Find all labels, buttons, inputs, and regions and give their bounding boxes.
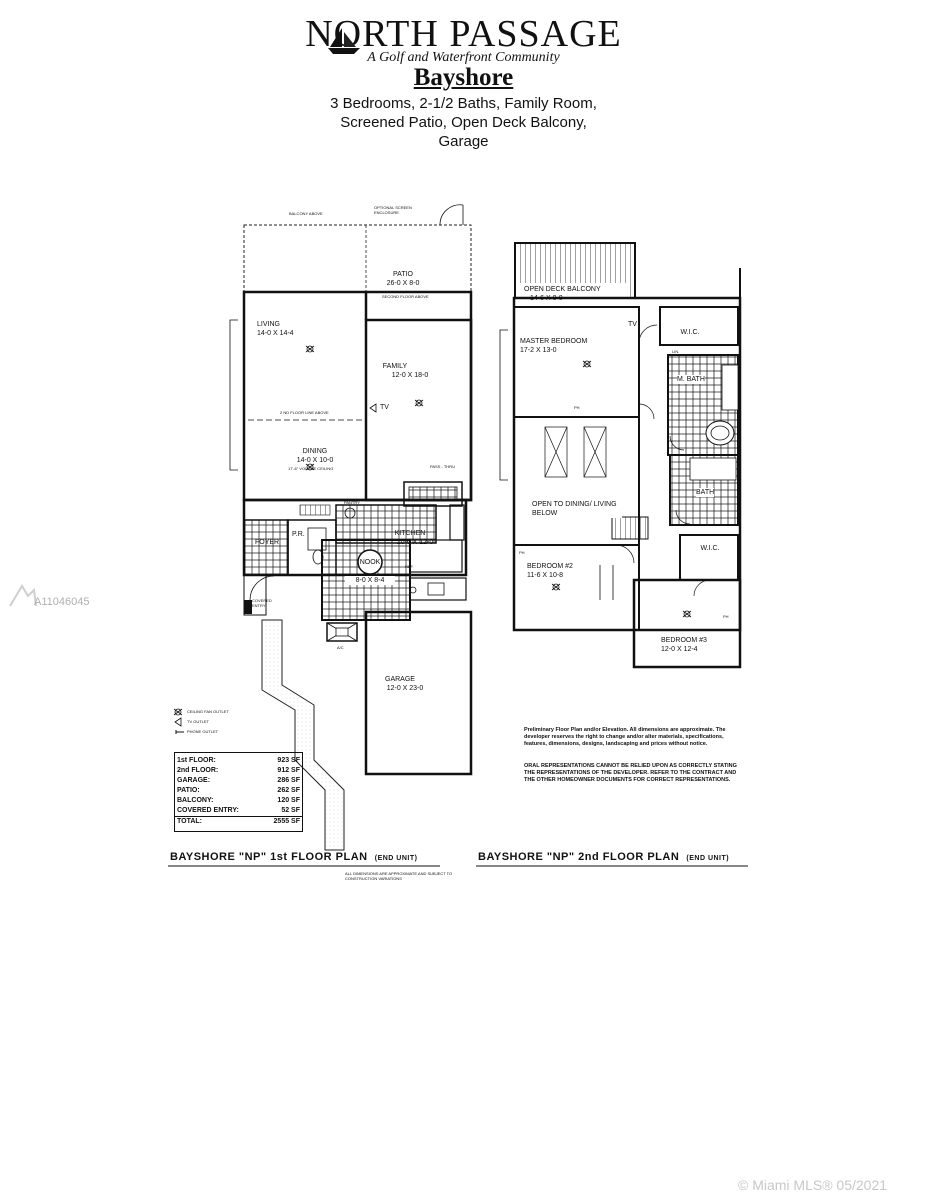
patio-dims: 26-0 X 8-0 (386, 280, 420, 287)
tv-label-first: TV (380, 404, 389, 411)
sqft-row: PATIO:262 SF (177, 787, 300, 794)
oral-representations-disclaimer: ORAL REPRESENTATIONS CANNOT BE RELIED UP… (524, 763, 737, 783)
second-floor-above-note: SECOND FLOOR ABOVE (382, 294, 429, 299)
kitchen-dims: 10-6 X 12-0 (396, 539, 434, 546)
garage-dims: 12-0 X 23-0 (386, 685, 424, 692)
sqft-row: 1st FLOOR:923 SF (177, 757, 300, 764)
second-floor-plan-title: BAYSHORE "NP" 2nd FLOOR PLAN (END UNIT) (478, 851, 730, 863)
floor-line-above-note: 2 ND FLOOR LINE ABOVE (280, 410, 329, 415)
balcony-dims: 14-6 X 8-0 (530, 295, 563, 302)
listing-id-watermark: A11046045 (34, 596, 90, 608)
balcony-label: OPEN DECK BALCONY (524, 286, 601, 293)
phone-label-master: PH (574, 405, 580, 410)
family-dims: 12-0 X 18-0 (391, 372, 429, 379)
phone-label-bedroom2: PH (519, 550, 525, 555)
description-line-1: 3 Bedrooms, 2-1/2 Baths, Family Room, (330, 95, 597, 112)
sqft-row: BALCONY:120 SF (177, 797, 300, 804)
sqft-row: GARAGE:286 SF (177, 777, 300, 784)
refrigerator-label: REF. (405, 564, 414, 569)
pass-thru-note: PASS - THRU (430, 464, 455, 469)
master-bedroom-label: MASTER BEDROOM (520, 338, 588, 345)
ac-label: A/C (337, 645, 344, 650)
family-label: FAMILY (382, 363, 408, 370)
first-floor-plan-title: BAYSHORE "NP" 1st FLOOR PLAN (END UNIT) (170, 851, 418, 863)
legend-fan-label: CEILING FAN OUTLET (187, 709, 229, 714)
powder-room-label: P.R. (292, 531, 305, 538)
foyer-label: FOYER (255, 539, 280, 546)
ship-logo-icon (328, 28, 360, 54)
dining-dims: 14-0 X 10-0 (296, 457, 334, 464)
dimensions-approximate-note: ALL DIMENSIONS ARE APPROXIMATE AND SUBJE… (345, 871, 453, 881)
description-line-2: Screened Patio, Open Deck Balcony, (340, 114, 587, 131)
sqft-total-row: TOTAL:2555 SF (175, 816, 302, 825)
model-name: Bayshore (413, 64, 514, 91)
wic-master-label: W.I.C. (680, 329, 700, 336)
master-bedroom-dims: 17-2 X 13-0 (520, 347, 557, 354)
living-label: LIVING (257, 321, 280, 328)
balcony-above-note: BALCONY ABOVE (289, 211, 323, 216)
covered-entry-note: COVERED ENTRY (252, 598, 272, 608)
legend-tv-label: TV OUTLET (187, 719, 210, 724)
dining-label: DINING (302, 448, 328, 455)
living-dims: 14-0 X 14-4 (257, 330, 294, 337)
nook-label: NOOK (359, 559, 381, 566)
tagline: A Golf and Waterfront Community (367, 50, 560, 65)
mls-watermark-logo-icon (9, 584, 37, 607)
master-bath-label: M. BATH (677, 375, 705, 384)
bedroom3-dims: 12-0 X 12-4 (661, 646, 698, 653)
bath-label: BATH (696, 488, 715, 497)
wic-bedroom3-label: W.I.C. (700, 545, 720, 552)
square-footage-table: 1st FLOOR:923 SF 2nd FLOOR:912 SF GARAGE… (174, 752, 303, 832)
screen-enclosure-note: OPTIONAL SCREEN ENCLOSURE (374, 205, 412, 215)
open-to-below-label: OPEN TO DINING/ LIVING BELOW (532, 500, 622, 518)
legend-phone-label: PHONE OUTLET (187, 729, 219, 734)
phone-label-bedroom3: PH (723, 614, 729, 619)
mls-credit-watermark: © Miami MLS® 05/2021 (738, 1177, 888, 1193)
sqft-row: 2nd FLOOR:912 SF (177, 767, 300, 774)
linen-label: LIN. (672, 349, 680, 354)
bedroom2-label: BEDROOM #2 (527, 563, 573, 570)
tv-label-second: TV (628, 321, 637, 328)
patio-label: PATIO (393, 271, 413, 278)
sqft-row: COVERED ENTRY:52 SF (177, 807, 300, 814)
preliminary-disclaimer: Preliminary Floor Plan and/or Elevation.… (524, 727, 726, 747)
garage-label: GARAGE (385, 676, 415, 683)
dining-ceiling-note: 17'-6" VOLUME CEILING (288, 466, 334, 471)
nook-dims: 8-0 X 8-4 (345, 576, 395, 585)
kitchen-label: KITCHEN (394, 530, 426, 537)
bedroom2-dims: 11-6 X 10-8 (527, 572, 564, 579)
pantry-label: PANTRY (344, 500, 360, 505)
description-line-3: Garage (438, 133, 489, 150)
bedroom3-label: BEDROOM #3 (661, 637, 707, 644)
